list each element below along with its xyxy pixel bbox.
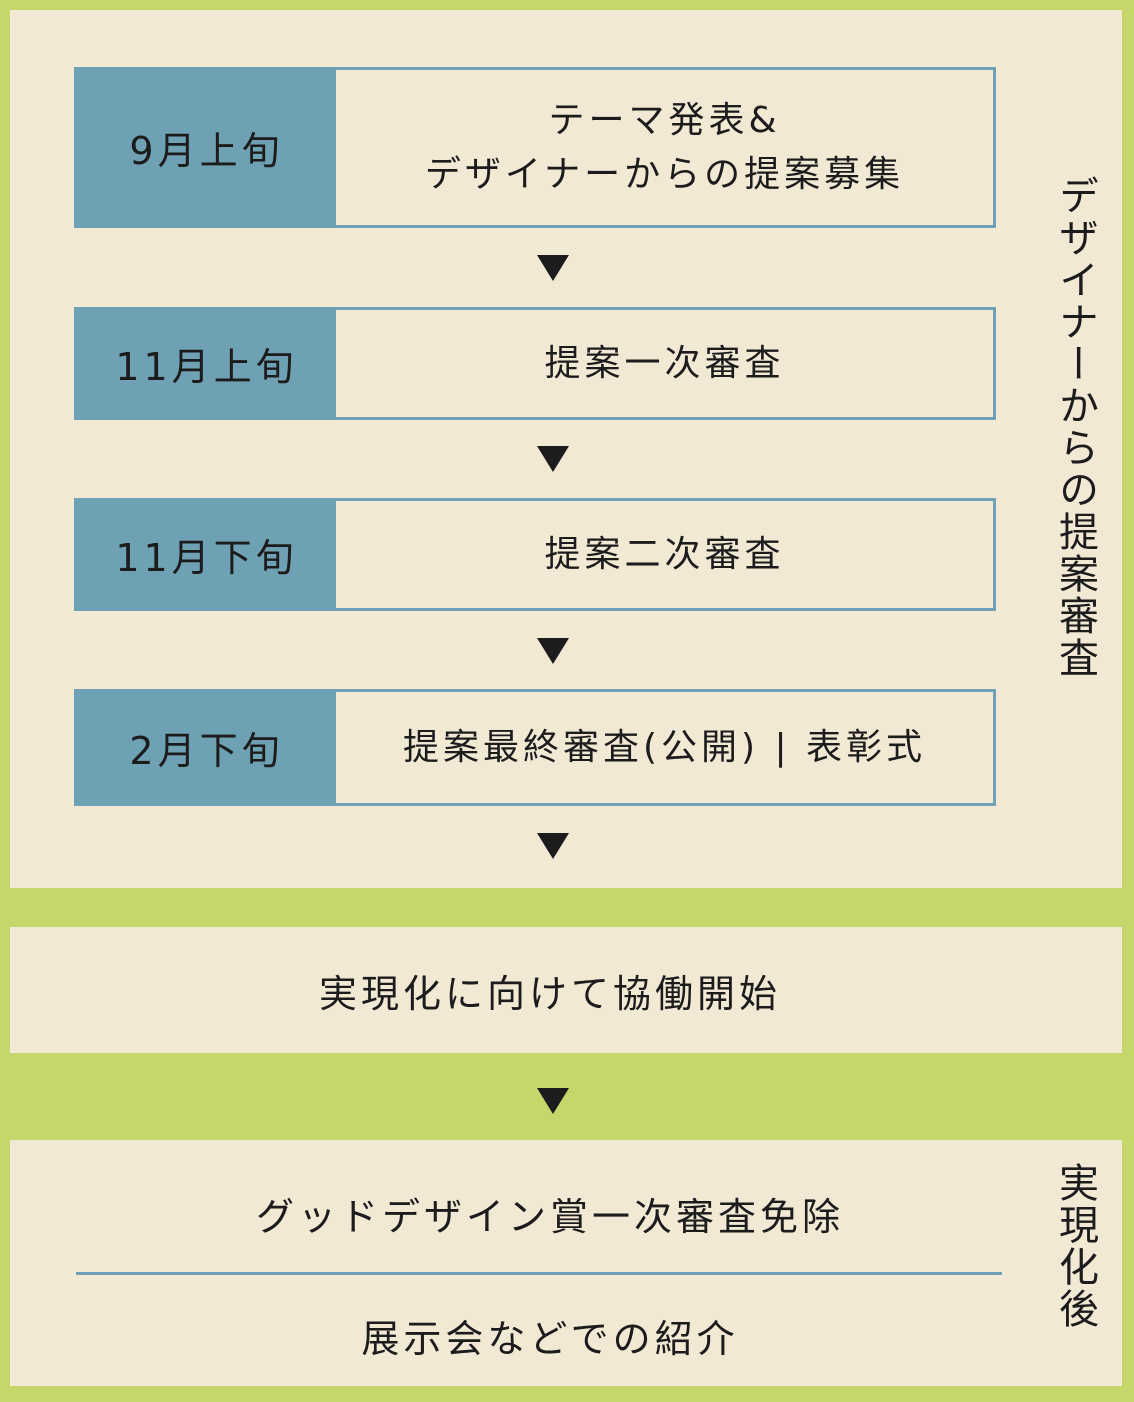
- after-panel: グッドデザイン賞一次審査免除 展示会などでの紹介 実現化後: [10, 1140, 1122, 1386]
- step-line: テーマ発表&: [548, 99, 781, 141]
- after-item: 展示会などでの紹介: [361, 1317, 739, 1361]
- down-arrow-icon: [537, 833, 569, 859]
- step-date: 11月下旬: [77, 501, 336, 608]
- step-description: テーマ発表& デザイナーからの提案募集: [336, 70, 993, 225]
- phase-label: デザイナーからの提案審査: [1052, 175, 1098, 679]
- down-arrow-icon: [537, 446, 569, 472]
- down-arrow-icon: [537, 255, 569, 281]
- step-3: 11月下旬 提案二次審査: [74, 498, 996, 611]
- step-date: 2月下旬: [77, 692, 336, 803]
- after-label: 実現化後: [1052, 1162, 1098, 1330]
- step-description: 提案二次審査: [544, 533, 785, 575]
- step-2: 11月上旬 提案一次審査: [74, 307, 996, 420]
- collaboration-text: 実現化に向けて協働開始: [318, 972, 781, 1016]
- collaboration-panel: 実現化に向けて協働開始: [10, 927, 1122, 1053]
- step-date: 11月上旬: [77, 310, 336, 417]
- step-description: 提案最終審査(公開) | 表彰式: [402, 726, 927, 768]
- after-item: グッドデザイン賞一次審査免除: [255, 1195, 844, 1239]
- step-line: デザイナーからの提案募集: [424, 153, 905, 195]
- step-4: 2月下旬 提案最終審査(公開) | 表彰式: [74, 689, 996, 806]
- step-1: 9月上旬 テーマ発表& デザイナーからの提案募集: [74, 67, 996, 228]
- down-arrow-icon: [537, 638, 569, 664]
- down-arrow-icon: [537, 1088, 569, 1114]
- step-date: 9月上旬: [77, 70, 336, 225]
- divider: [76, 1272, 1002, 1275]
- step-description: 提案一次審査: [544, 342, 785, 384]
